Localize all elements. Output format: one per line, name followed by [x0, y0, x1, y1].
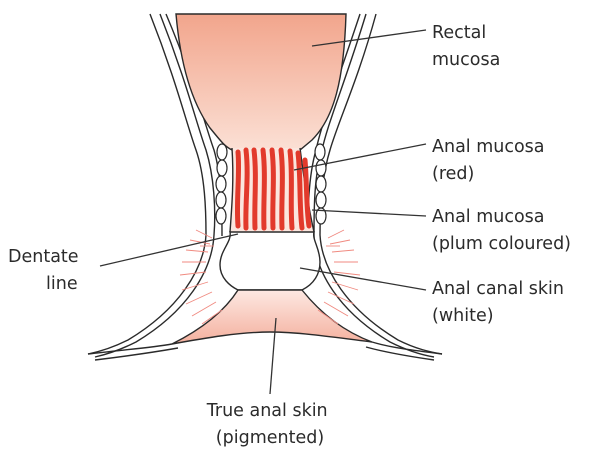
label-line: True anal skin: [206, 401, 328, 421]
mucosal-column: [290, 151, 292, 228]
mucosal-column: [254, 150, 255, 228]
label-line: line: [46, 274, 78, 294]
label-anal-canal-skin: Anal canal skin (white): [432, 279, 570, 326]
venous-plexus-right: [315, 144, 326, 224]
label-rectal-mucosa: Rectal mucosa: [432, 23, 500, 70]
mucosal-column: [281, 150, 282, 228]
label-line: Anal canal skin: [432, 279, 564, 299]
venous-plexus-left: [216, 144, 227, 224]
mucosal-column: [305, 160, 309, 226]
label-line: Rectal: [432, 23, 486, 43]
label-line: (plum coloured): [432, 234, 571, 254]
label-anal-mucosa-plum: Anal mucosa (plum coloured): [432, 207, 571, 254]
label-dentate-line: Dentate line: [8, 247, 84, 294]
mucosal-column: [298, 153, 302, 228]
label-line: Dentate: [8, 247, 79, 267]
leader-anal-canal-skin: [300, 268, 426, 290]
rectal-mucosa-region: [176, 14, 346, 150]
label-line: (red): [432, 164, 474, 184]
label-line: (pigmented): [216, 428, 324, 448]
label-anal-mucosa-red: Anal mucosa (red): [432, 137, 550, 184]
mucosal-column: [272, 150, 273, 228]
leader-anal-mucosa-plum: [312, 210, 426, 216]
label-true-anal-skin: True anal skin (pigmented): [206, 401, 333, 448]
skin-surface-lines: [88, 342, 442, 360]
leader-dentate-line: [100, 234, 238, 266]
label-line: Anal mucosa: [432, 207, 545, 227]
mucosal-column: [263, 150, 264, 228]
label-line: (white): [432, 306, 494, 326]
mucosal-column: [237, 152, 238, 226]
label-line: mucosa: [432, 50, 500, 70]
label-line: Anal mucosa: [432, 137, 545, 157]
anal-canal-skin-region: [220, 232, 320, 290]
mucosal-column: [246, 150, 247, 228]
